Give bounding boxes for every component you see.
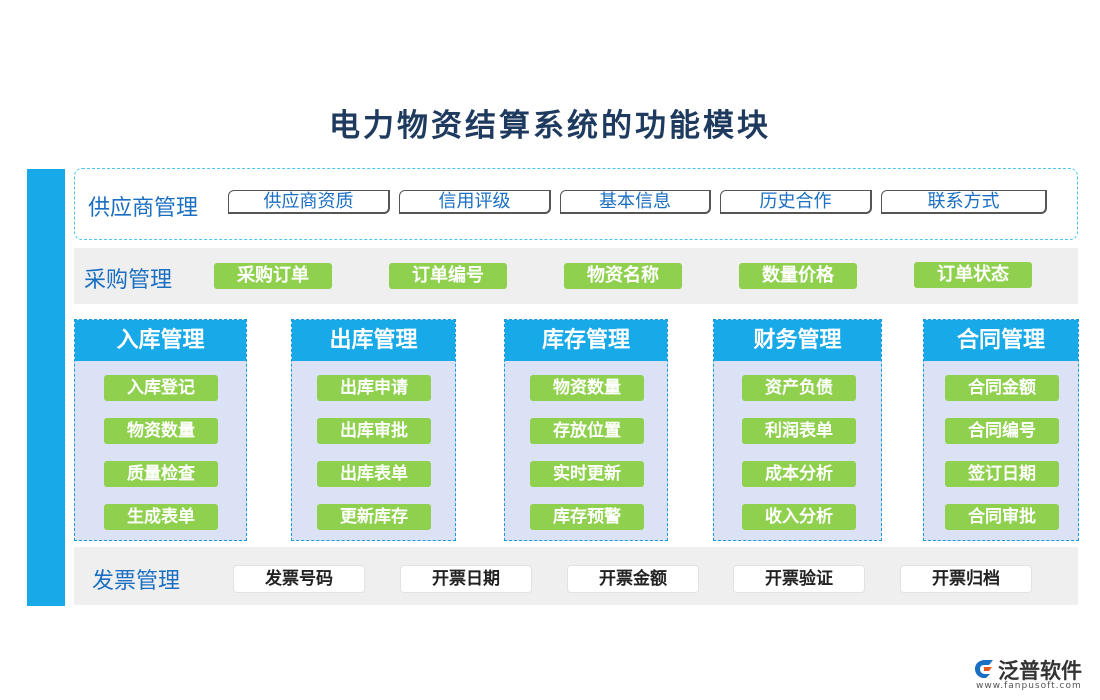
module-item: 合同编号	[945, 418, 1059, 444]
module-item: 库存预警	[530, 504, 644, 530]
purchase-item-order-number: 订单编号	[389, 263, 507, 289]
module-title: 库存管理	[505, 320, 667, 361]
supplier-label: 供应商管理	[88, 196, 199, 221]
module-item: 实时更新	[530, 461, 644, 487]
purchase-item-order: 采购订单	[214, 263, 332, 289]
supplier-item-contact: 联系方式	[881, 190, 1047, 214]
module-item: 质量检查	[104, 461, 218, 487]
supplier-item-history: 历史合作	[720, 190, 872, 214]
module-item: 利润表单	[742, 418, 856, 444]
purchase-label: 采购管理	[84, 268, 173, 293]
invoice-item-amount: 开票金额	[568, 566, 698, 592]
module-item: 物资数量	[104, 418, 218, 444]
module-title: 出库管理	[292, 320, 455, 361]
module-outbound: 出库管理 出库申请 出库审批 出库表单 更新库存	[291, 319, 456, 541]
supplier-item-basic-info: 基本信息	[560, 190, 711, 214]
module-item: 成本分析	[742, 461, 856, 487]
invoice-item-archive: 开票归档	[901, 566, 1031, 592]
module-inbound: 入库管理 入库登记 物资数量 质量检查 生成表单	[74, 319, 247, 541]
invoice-item-number: 发票号码	[234, 566, 364, 592]
module-title: 入库管理	[75, 320, 246, 361]
module-item: 物资数量	[530, 375, 644, 401]
module-contract: 合同管理 合同金额 合同编号 签订日期 合同审批	[923, 319, 1079, 541]
module-item: 资产负债	[742, 375, 856, 401]
purchase-item-order-status: 订单状态	[914, 262, 1032, 288]
module-title: 合同管理	[924, 320, 1078, 361]
module-item: 合同审批	[945, 504, 1059, 530]
invoice-label: 发票管理	[92, 569, 181, 594]
module-item: 合同金额	[945, 375, 1059, 401]
supplier-item-qualification: 供应商资质	[228, 190, 390, 214]
module-title: 财务管理	[714, 320, 881, 361]
module-item: 生成表单	[104, 504, 218, 530]
purchase-item-quantity-price: 数量价格	[739, 263, 857, 289]
module-item: 出库表单	[317, 461, 431, 487]
invoice-item-date: 开票日期	[401, 566, 531, 592]
brand-logo: 泛普软件 www.fanpusoft.com	[972, 655, 1092, 695]
left-accent-bar	[27, 169, 65, 606]
module-finance: 财务管理 资产负债 利润表单 成本分析 收入分析	[713, 319, 882, 541]
supplier-item-credit-rating: 信用评级	[399, 190, 551, 214]
brand-name: 泛普软件	[998, 659, 1082, 683]
module-item: 签订日期	[945, 461, 1059, 487]
module-item: 更新库存	[317, 504, 431, 530]
module-inventory: 库存管理 物资数量 存放位置 实时更新 库存预警	[504, 319, 668, 541]
brand-logo-icon	[975, 660, 993, 678]
module-item: 入库登记	[104, 375, 218, 401]
page-title: 电力物资结算系统的功能模块	[329, 108, 771, 144]
module-item: 出库申请	[317, 375, 431, 401]
invoice-item-verify: 开票验证	[734, 566, 864, 592]
purchase-item-material-name: 物资名称	[564, 263, 682, 289]
module-item: 收入分析	[742, 504, 856, 530]
module-item: 存放位置	[530, 418, 644, 444]
module-item: 出库审批	[317, 418, 431, 444]
brand-url: www.fanpusoft.com	[976, 681, 1082, 691]
